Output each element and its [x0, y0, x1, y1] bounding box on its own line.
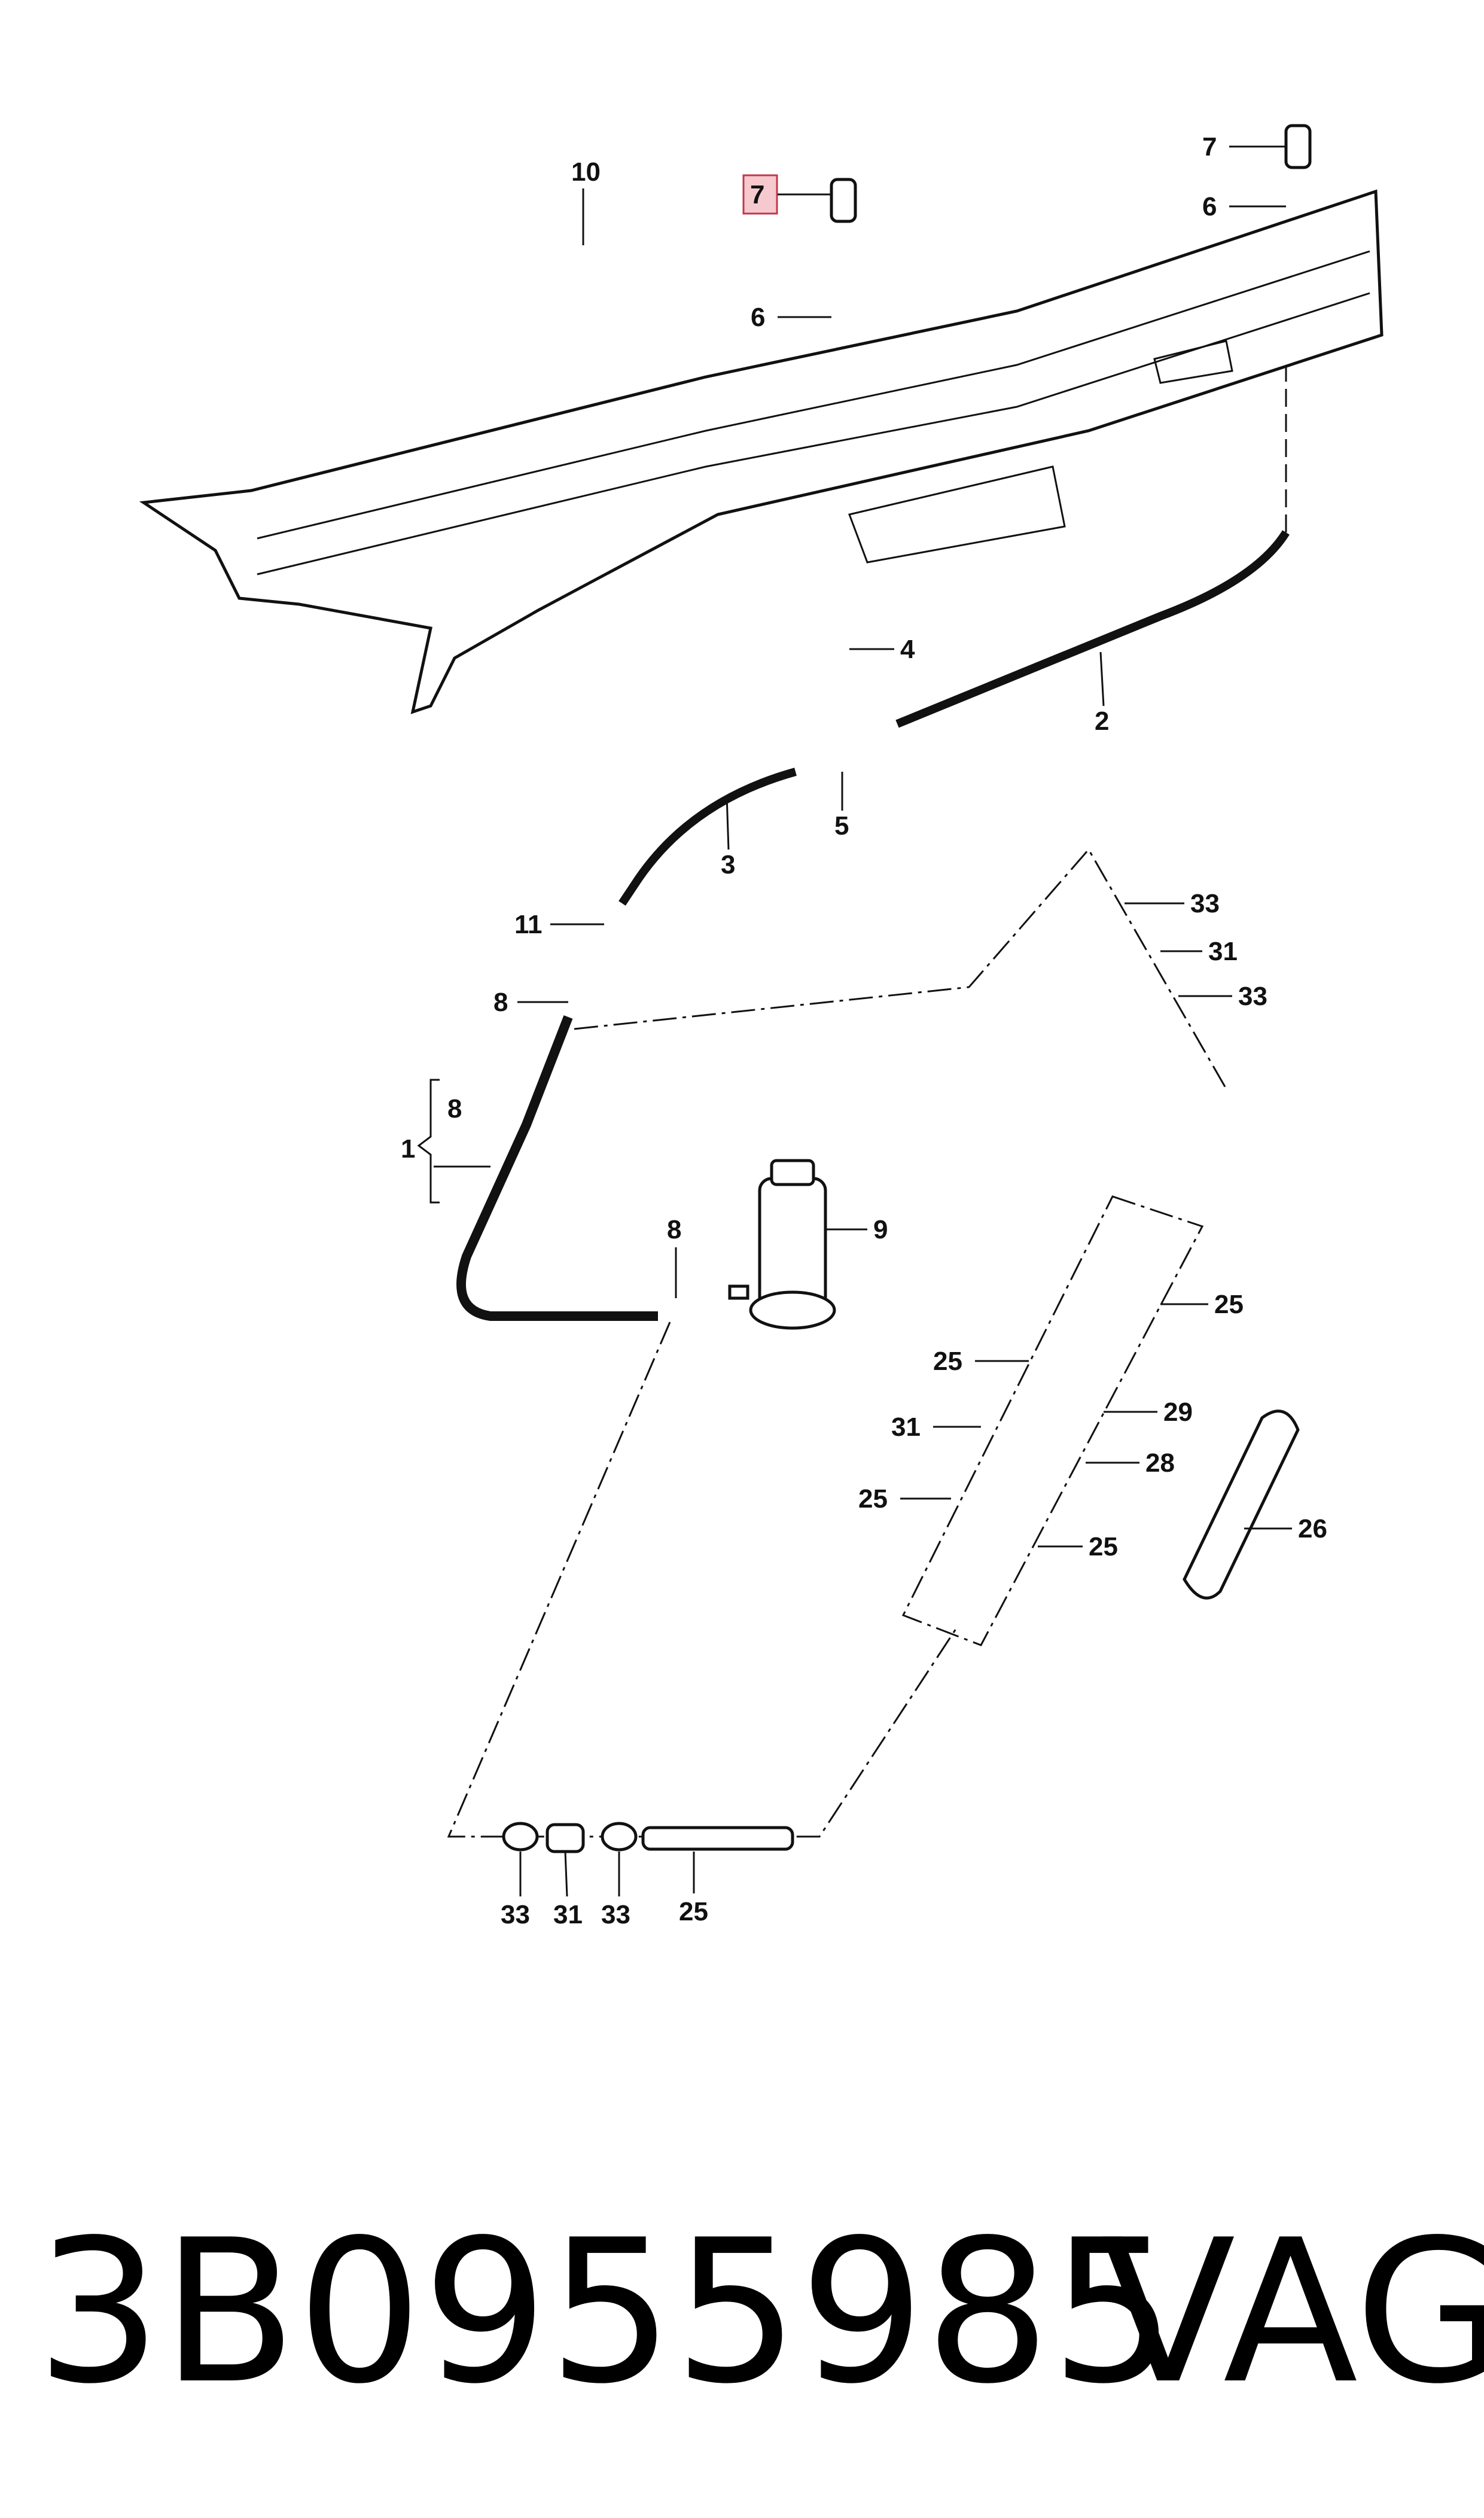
callout-33-d: 33	[601, 1852, 630, 1929]
assembly-outline-middle	[901, 1195, 1204, 1646]
callout-label: 9	[873, 1215, 888, 1244]
callout-31-b: 31	[891, 1412, 981, 1442]
callout-label: 28	[1145, 1448, 1175, 1478]
callout-label: 26	[1298, 1514, 1327, 1543]
hose-3	[618, 768, 797, 906]
callout-label: 8	[447, 1094, 462, 1123]
callout-4: 4	[849, 635, 915, 664]
callout-label: 1	[401, 1134, 415, 1164]
callout-label: 11	[514, 910, 543, 939]
callout-label: 6	[751, 303, 765, 332]
protective-sleeve	[1183, 1409, 1300, 1600]
callout-26: 26	[1244, 1514, 1327, 1543]
callout-label: 8	[493, 988, 508, 1017]
callout-11: 11	[514, 910, 604, 939]
callout-8-lower: 8	[667, 1215, 681, 1298]
callout-8-upper: 8	[493, 988, 568, 1017]
washer-pump	[728, 1159, 836, 1330]
callout-label: 31	[891, 1412, 921, 1442]
callout-7-right: 7	[1202, 132, 1286, 162]
callout-28: 28	[1086, 1448, 1175, 1478]
callout-10: 10	[571, 157, 601, 245]
callout-label: 33	[1190, 889, 1220, 918]
callout-25-e: 25	[679, 1852, 708, 1926]
hose-2	[895, 530, 1290, 728]
callout-25-a: 25	[1160, 1290, 1244, 1319]
callout-33-a: 33	[1125, 889, 1220, 918]
callout-9: 9	[825, 1215, 888, 1244]
callout-label: 6	[1202, 192, 1217, 221]
cowl-panel	[139, 189, 1384, 714]
callout-2: 2	[1095, 651, 1109, 736]
brand-name: VAG	[1101, 2197, 1484, 2427]
callout-33-c: 33	[501, 1852, 530, 1929]
callout-label: 33	[601, 1900, 630, 1929]
callout-33-b: 33	[1178, 982, 1267, 1011]
callout-7-left: 7	[750, 180, 831, 209]
callout-label: 10	[571, 157, 601, 187]
callout-5: 5	[834, 772, 849, 841]
callout-label: 4	[900, 635, 915, 664]
parts-diagram: 10 7 6 7 6 4 2 5 3 11 8 1	[139, 124, 1384, 1929]
callout-label: 33	[1238, 982, 1267, 1011]
assembly-outline-upper	[574, 848, 1227, 1089]
hose-1	[456, 1015, 658, 1321]
callout-highlight	[742, 174, 778, 215]
callout-label: 25	[933, 1347, 962, 1376]
assembly-outline-lower	[447, 1322, 958, 1838]
callout-label: 7	[750, 180, 764, 209]
callout-label: 25	[1214, 1290, 1244, 1319]
washer-nozzle-left	[830, 178, 857, 223]
bottom-parts-row	[502, 1822, 794, 1853]
callout-1: 1 8	[401, 1079, 490, 1204]
callout-3: 3	[721, 795, 735, 879]
callout-31-a: 31	[1160, 937, 1238, 966]
callout-label: 29	[1163, 1397, 1193, 1427]
callout-6-left: 6	[751, 303, 831, 332]
callout-label: 25	[858, 1484, 888, 1514]
callout-31-c: 31	[553, 1851, 583, 1929]
callout-label: 3	[721, 850, 735, 879]
callout-25-c: 25	[858, 1484, 951, 1514]
callout-label: 7	[1202, 132, 1217, 162]
callout-label: 25	[1089, 1532, 1118, 1561]
callout-label: 8	[667, 1215, 681, 1244]
callout-label: 31	[1208, 937, 1238, 966]
washer-nozzle-right	[1284, 124, 1312, 169]
callout-label: 25	[679, 1897, 708, 1926]
callout-25-d: 25	[1038, 1532, 1118, 1561]
callout-label: 33	[501, 1900, 530, 1929]
callout-29: 29	[1104, 1397, 1193, 1427]
part-number: 3B0955985	[36, 2197, 1177, 2427]
callout-label: 31	[553, 1900, 583, 1929]
callout-25-b: 25	[933, 1347, 1029, 1376]
callout-label: 2	[1095, 707, 1109, 736]
callout-6-right: 6	[1202, 192, 1286, 221]
callout-label: 5	[834, 811, 849, 841]
